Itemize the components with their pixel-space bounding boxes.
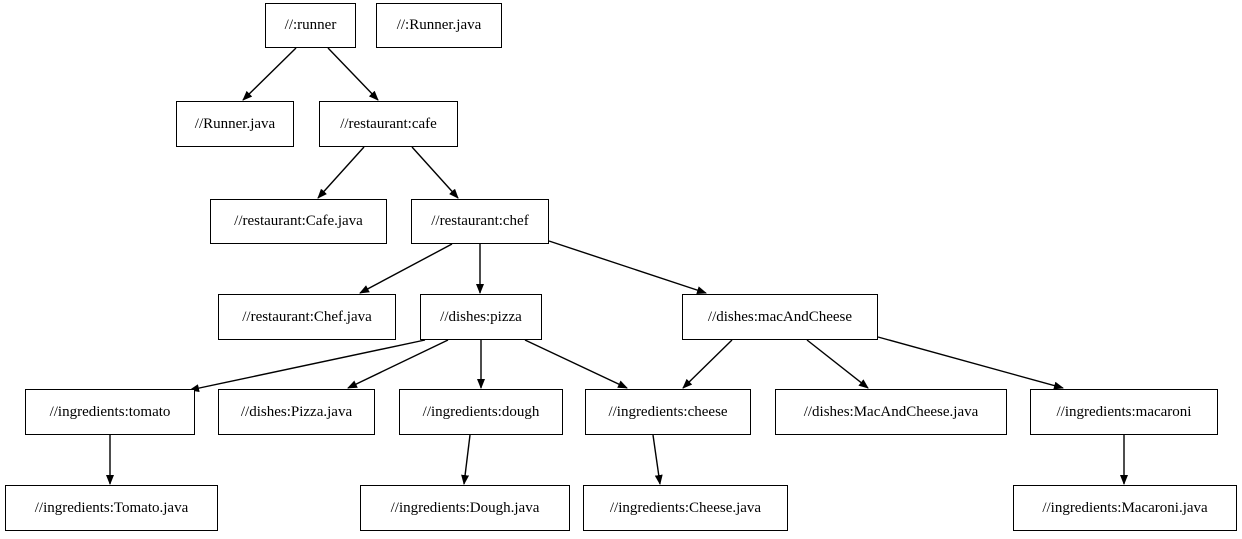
graph-node-label: //dishes:MacAndCheese.java <box>803 403 979 420</box>
graph-node-label: //ingredients:Dough.java <box>390 499 540 516</box>
graph-node-ingredients-tomato[interactable]: //ingredients:tomato <box>25 389 195 435</box>
graph-node-label: //dishes:Pizza.java <box>240 403 353 420</box>
graph-node-runner-java-root[interactable]: //:Runner.java <box>376 3 502 48</box>
graph-node-restaurant-chef-java[interactable]: //restaurant:Chef.java <box>218 294 396 340</box>
graph-node-restaurant-cafe-java[interactable]: //restaurant:Cafe.java <box>210 199 387 244</box>
graph-node-dishes-pizza-java[interactable]: //dishes:Pizza.java <box>218 389 375 435</box>
graph-node-runner-java[interactable]: //Runner.java <box>176 101 294 147</box>
graph-node-restaurant-cafe[interactable]: //restaurant:cafe <box>319 101 458 147</box>
graph-node-label: //Runner.java <box>194 115 276 132</box>
graph-node-label: //dishes:macAndCheese <box>707 308 853 325</box>
graph-node-label: //:runner <box>284 17 337 33</box>
graph-node-runner-target[interactable]: //:runner <box>265 3 356 48</box>
graph-node-ingredients-tomato-java[interactable]: //ingredients:Tomato.java <box>5 485 218 531</box>
graph-node-ingredients-cheese[interactable]: //ingredients:cheese <box>585 389 751 435</box>
graph-node-label: //ingredients:Macaroni.java <box>1042 499 1208 516</box>
graph-node-label: //:Runner.java <box>396 17 482 33</box>
graph-node-ingredients-macaroni[interactable]: //ingredients:macaroni <box>1030 389 1218 435</box>
graph-node-ingredients-dough-java[interactable]: //ingredients:Dough.java <box>360 485 570 531</box>
graph-node-label: //restaurant:chef <box>431 213 529 229</box>
graph-node-label: //ingredients:tomato <box>49 403 171 420</box>
graph-node-label: //ingredients:macaroni <box>1056 403 1192 420</box>
graph-node-restaurant-chef[interactable]: //restaurant:chef <box>411 199 549 244</box>
graph-node-label: //restaurant:Cafe.java <box>234 213 363 229</box>
graph-node-label: //restaurant:cafe <box>340 115 437 132</box>
graph-node-label: //ingredients:cheese <box>608 403 728 420</box>
graph-node-ingredients-cheese-java[interactable]: //ingredients:Cheese.java <box>583 485 788 531</box>
graph-node-label: //restaurant:Chef.java <box>242 308 372 325</box>
graph-node-dishes-macandcheese-java[interactable]: //dishes:MacAndCheese.java <box>775 389 1007 435</box>
graph-node-ingredients-macaroni-java[interactable]: //ingredients:Macaroni.java <box>1013 485 1237 531</box>
graph-node-label: //ingredients:dough <box>422 403 540 420</box>
graph-node-label: //ingredients:Tomato.java <box>34 499 189 516</box>
graph-node-ingredients-dough[interactable]: //ingredients:dough <box>399 389 563 435</box>
graph-node-label: //ingredients:Cheese.java <box>609 499 762 516</box>
graph-node-dishes-macandcheese[interactable]: //dishes:macAndCheese <box>682 294 878 340</box>
graph-node-dishes-pizza[interactable]: //dishes:pizza <box>420 294 542 340</box>
graph-node-label: //dishes:pizza <box>440 308 522 325</box>
